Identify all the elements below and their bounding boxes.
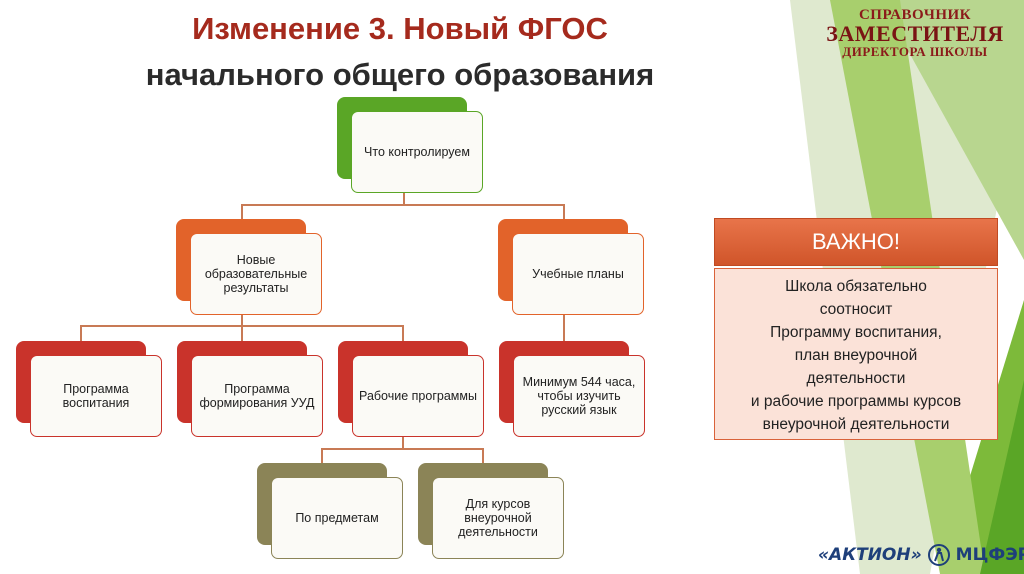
connector xyxy=(402,325,404,341)
connector xyxy=(241,204,243,220)
slide-title: Изменение 3. Новый ФГОС начального общег… xyxy=(70,6,730,98)
node-uud-program-label: Программа формирования УУД xyxy=(191,355,323,437)
node-work-programs-label: Рабочие программы xyxy=(352,355,484,437)
node-root-label: Что контролируем xyxy=(351,111,483,193)
brand-line-2: ЗАМЕСТИТЕЛЯ xyxy=(826,21,1004,46)
node-new-results: Новые образовательные результаты xyxy=(176,219,324,317)
aktion-logo-text: «АКТИОН» xyxy=(818,545,922,565)
node-curricula-label: Учебные планы xyxy=(512,233,644,315)
node-root: Что контролируем xyxy=(337,97,487,195)
connector xyxy=(241,204,565,206)
node-by-subjects: По предметам xyxy=(257,463,405,561)
node-extracurricular-courses: Для курсов внеурочной деятельности xyxy=(418,463,566,561)
important-heading: ВАЖНО! xyxy=(714,218,998,266)
connector xyxy=(563,204,565,220)
node-new-results-label: Новые образовательные результаты xyxy=(190,233,322,315)
brand-logo-bottom: «АКТИОН» МЦФЭР xyxy=(818,541,1024,569)
mcfer-logo-text: МЦФЭР xyxy=(955,545,1024,565)
important-body: Школа обязательно соотносит Программу во… xyxy=(714,268,998,440)
connector xyxy=(482,448,484,464)
brand-logo-top: СПРАВОЧНИК ЗАМЕСТИТЕЛЯ ДИРЕКТОРА ШКОЛЫ xyxy=(820,7,1010,59)
connector xyxy=(402,437,404,449)
connector xyxy=(403,193,405,205)
important-line: Школа обязательно xyxy=(785,278,927,295)
node-by-subjects-label: По предметам xyxy=(271,477,403,559)
important-callout: ВАЖНО! Школа обязательно соотносит Прогр… xyxy=(714,218,998,442)
important-line: Программу воспитания, xyxy=(770,324,942,341)
node-work-programs: Рабочие программы xyxy=(338,341,486,439)
node-uud-program: Программа формирования УУД xyxy=(177,341,325,439)
node-russian-minimum: Минимум 544 часа, чтобы изучить русский … xyxy=(499,341,647,439)
important-line: деятельности xyxy=(806,370,906,387)
important-line: и рабочие программы курсов xyxy=(750,393,962,410)
node-upbringing-program: Программа воспитания xyxy=(16,341,164,439)
node-extracurricular-courses-label: Для курсов внеурочной деятельности xyxy=(432,477,564,559)
connector xyxy=(321,448,323,464)
figure-icon xyxy=(927,544,950,566)
connector xyxy=(241,314,243,326)
connector xyxy=(321,448,484,450)
brand-line-1: СПРАВОЧНИК xyxy=(858,7,972,23)
node-upbringing-program-label: Программа воспитания xyxy=(30,355,162,437)
node-curricula: Учебные планы xyxy=(498,219,646,317)
node-russian-minimum-label: Минимум 544 часа, чтобы изучить русский … xyxy=(513,355,645,437)
title-line-2: начального общего образования xyxy=(145,57,655,92)
connector xyxy=(241,325,243,341)
brand-line-3: ДИРЕКТОРА ШКОЛЫ xyxy=(842,44,988,59)
important-line: соотносит xyxy=(819,301,893,318)
connector xyxy=(80,325,82,341)
connector xyxy=(563,314,565,341)
title-line-1: Изменение 3. Новый ФГОС xyxy=(192,11,608,46)
important-line: внеурочной деятельности xyxy=(762,416,950,433)
important-line: план внеурочной xyxy=(794,347,918,364)
